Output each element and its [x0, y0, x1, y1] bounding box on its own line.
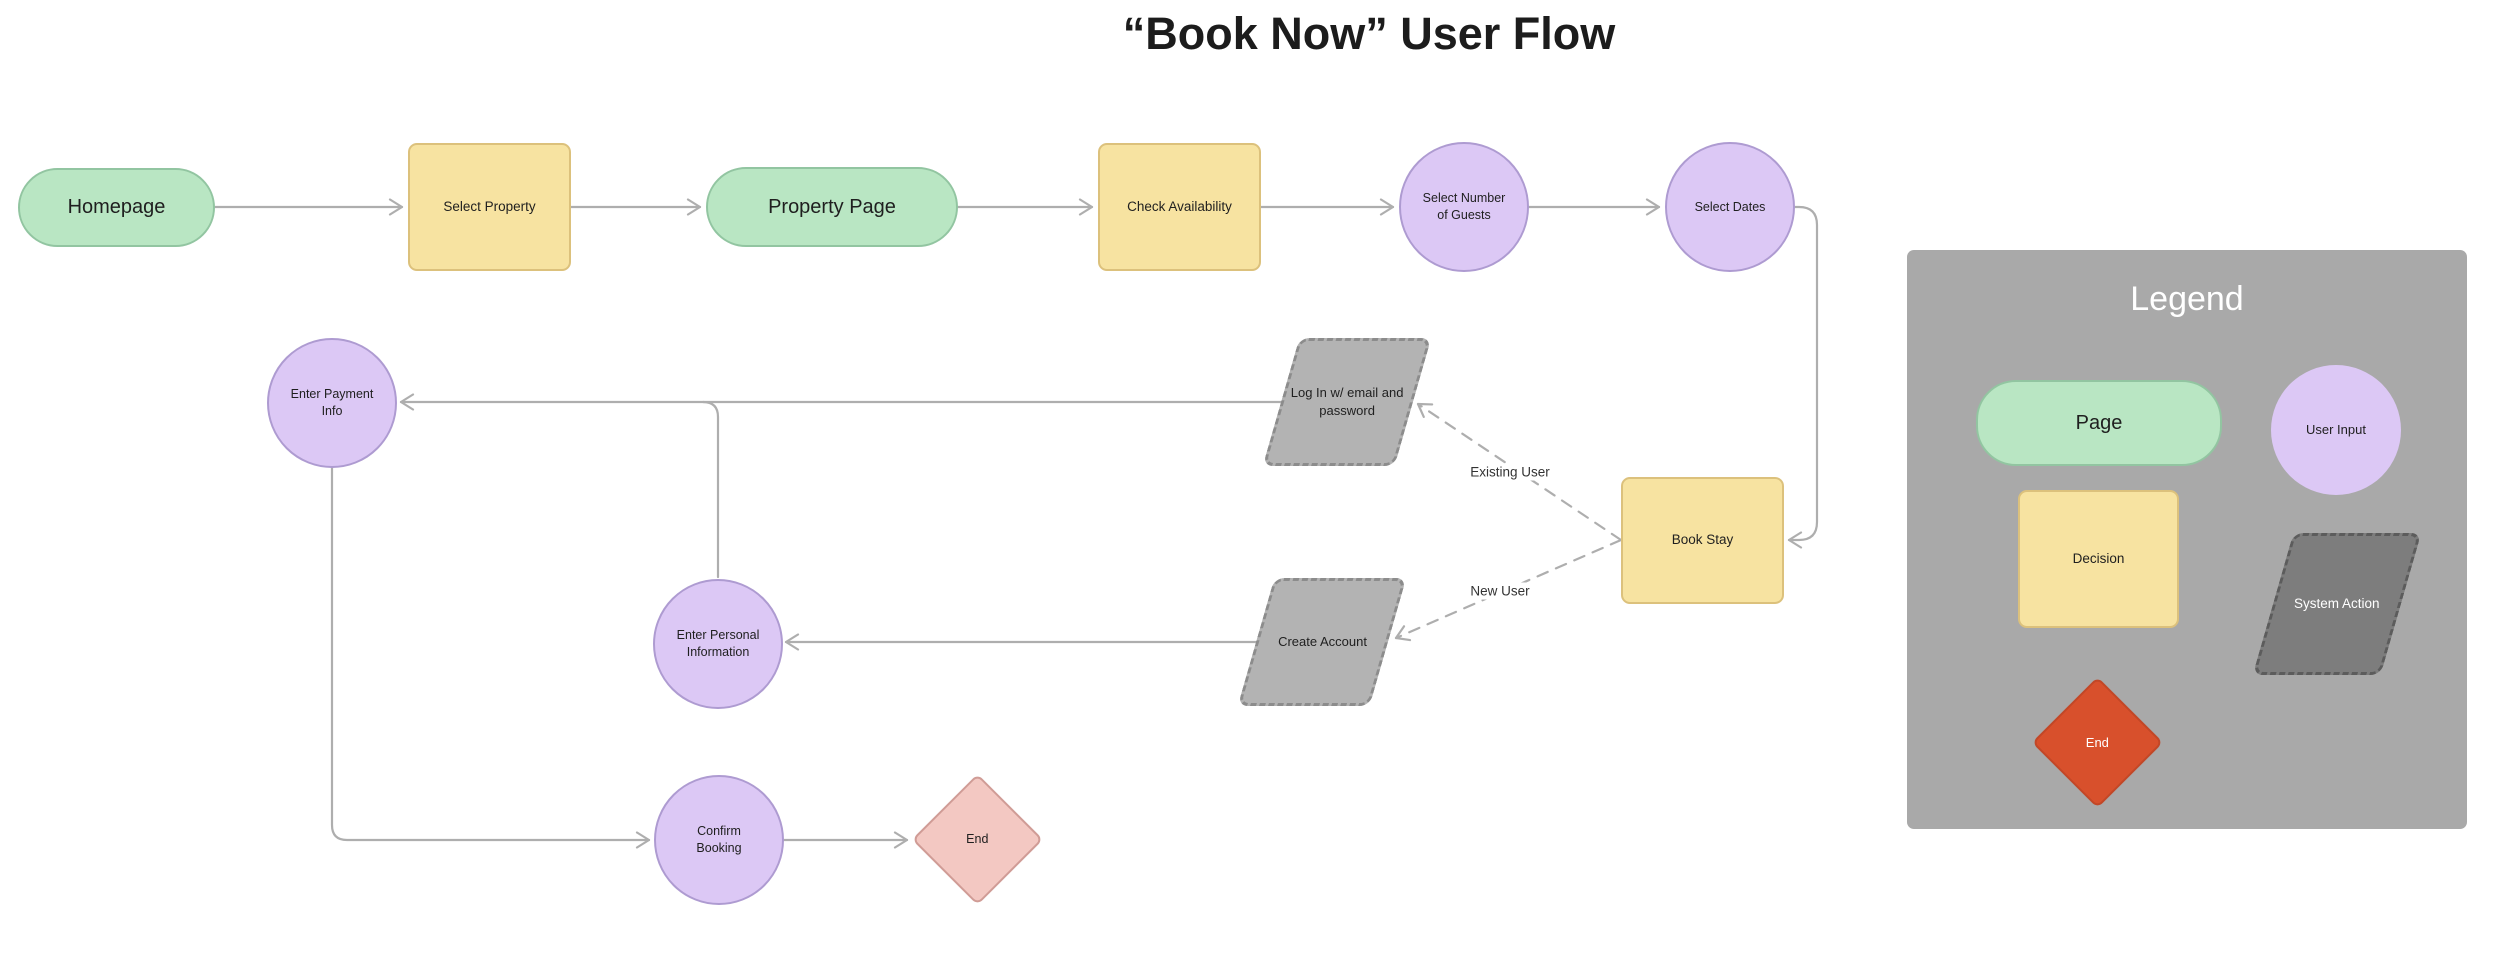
legend-end-label: End	[2085, 734, 2110, 750]
node-homepage[interactable]: Homepage	[18, 168, 215, 247]
node-select-number-of-guests-label: Select Number of Guests	[1422, 191, 1506, 222]
legend-end-shape[interactable]: End	[2031, 676, 2164, 809]
node-select-number-of-guests[interactable]: Select Number of Guests	[1399, 142, 1529, 272]
node-select-dates[interactable]: Select Dates	[1665, 142, 1795, 272]
diagram-title: “Book Now” User Flow	[1122, 8, 1616, 59]
edge-enter-personal-to-enter-payment	[701, 400, 720, 579]
legend-user-input-label: User Input	[2306, 422, 2366, 438]
legend-page-label: Page	[2075, 411, 2123, 434]
node-end-label: End	[966, 832, 989, 847]
node-select-property[interactable]: Select Property	[408, 143, 571, 271]
node-confirm-booking[interactable]: Confirm Booking	[654, 775, 784, 905]
node-enter-personal-information-label: Enter Personal Information	[676, 628, 760, 659]
node-property-page[interactable]: Property Page	[706, 167, 958, 247]
node-book-stay-label: Book Stay	[1671, 532, 1734, 548]
legend-system-action-label: System Action	[2294, 595, 2380, 611]
edge-label-new-user[interactable]: New User	[1465, 582, 1535, 600]
legend-user-input-shape[interactable]: User Input	[2271, 365, 2401, 495]
node-homepage-label: Homepage	[67, 196, 166, 218]
node-select-property-label: Select Property	[443, 198, 536, 214]
node-enter-payment-info-label: Enter Payment Info	[290, 387, 374, 418]
node-enter-personal-information[interactable]: Enter Personal Information	[653, 579, 783, 709]
edge-select-dates-to-book-stay	[1787, 205, 1819, 549]
legend-decision-shape[interactable]: Decision	[2018, 490, 2179, 628]
node-book-stay[interactable]: Book Stay	[1621, 477, 1784, 604]
node-property-page-label: Property Page	[768, 195, 896, 218]
legend-page-shape[interactable]: Page	[1976, 380, 2222, 466]
node-select-dates-label: Select Dates	[1694, 199, 1766, 214]
legend-decision-label: Decision	[2072, 550, 2125, 566]
node-check-availability-label: Check Availability	[1127, 198, 1232, 214]
node-check-availability[interactable]: Check Availability	[1098, 143, 1261, 271]
edge-enter-payment-to-confirm-booking	[330, 465, 651, 849]
node-confirm-booking-label: Confirm Booking	[696, 824, 742, 855]
legend-system-action-shape[interactable]: System Action	[2252, 533, 2422, 675]
legend-panel[interactable]: Legend Page User Input Decision System A…	[1907, 250, 2467, 829]
edge-label-existing-user[interactable]: Existing User	[1465, 463, 1555, 481]
legend-title: Legend	[2130, 280, 2244, 318]
node-enter-payment-info[interactable]: Enter Payment Info	[267, 338, 397, 468]
node-create-account-label: Create Account	[1277, 634, 1367, 650]
node-log-in-label: Log In w/ email and password	[1290, 385, 1404, 418]
